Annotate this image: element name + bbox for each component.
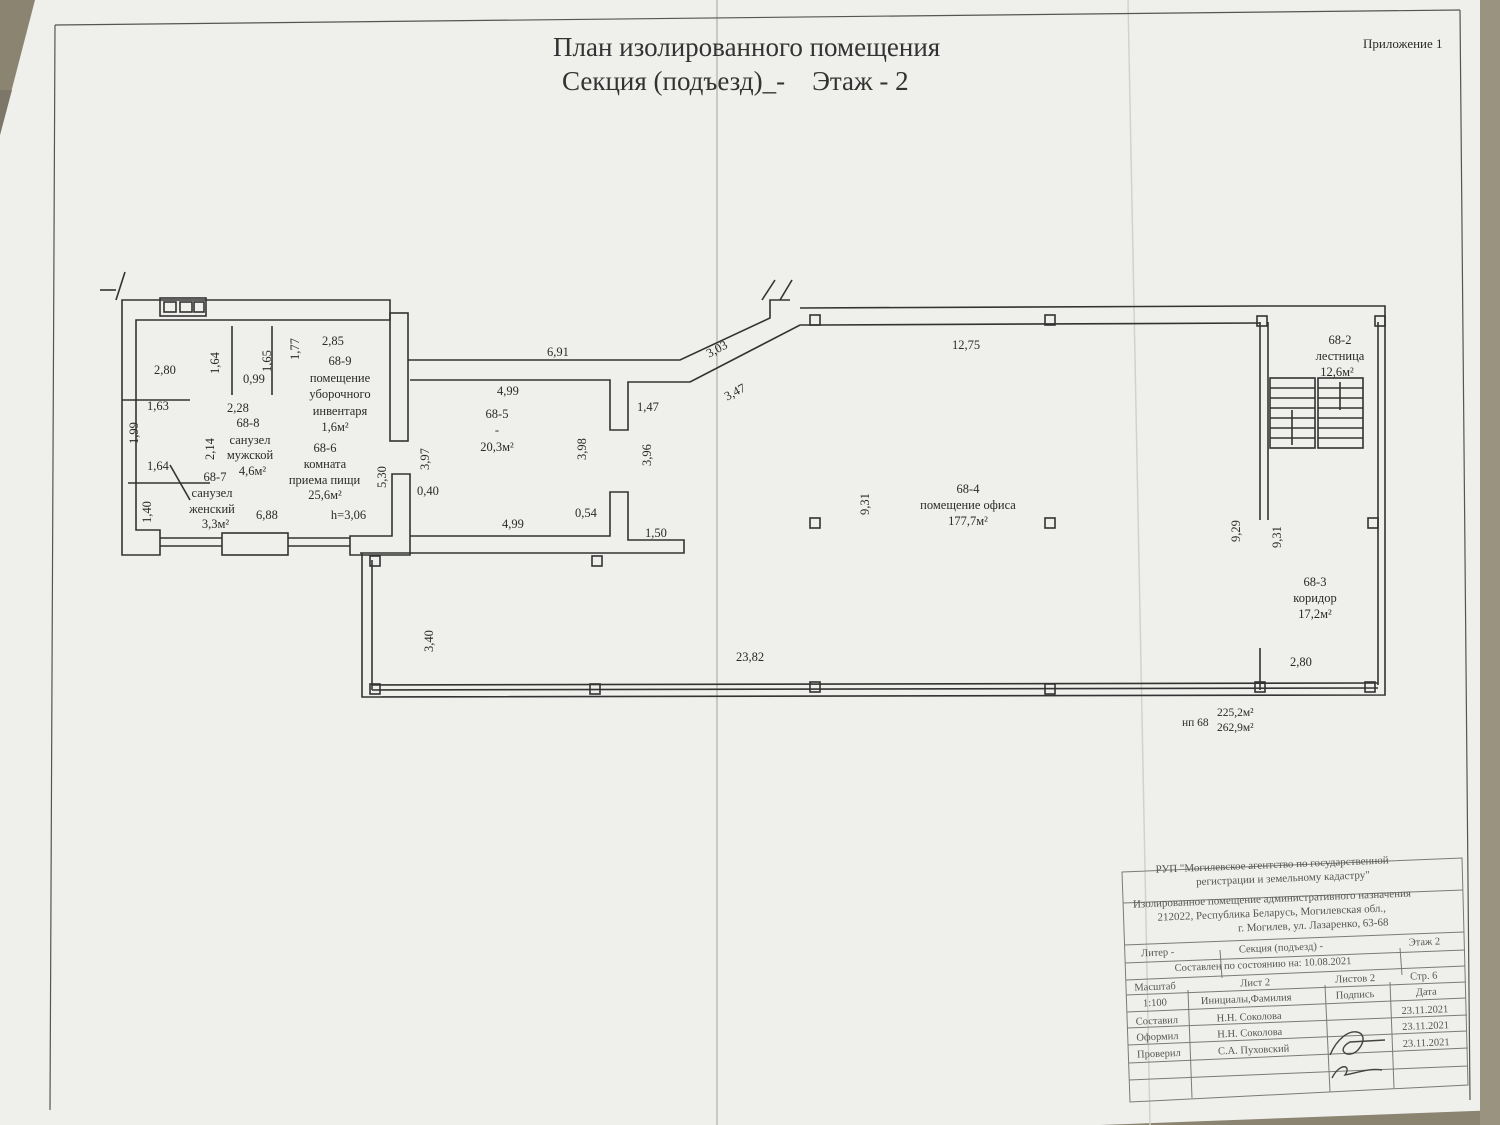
dim-0-54: 0,54 bbox=[575, 506, 597, 520]
dim-9-31-corridor: 9,31 bbox=[1270, 526, 1284, 548]
stamp-page: Стр. 6 bbox=[1409, 970, 1438, 983]
stamp-date-3: 23.11.2021 bbox=[1402, 1037, 1450, 1050]
room-68-4-name: помещение офиса bbox=[920, 498, 1016, 512]
stamp-date-1: 23.11.2021 bbox=[1401, 1004, 1449, 1018]
dim-1-50: 1,50 bbox=[645, 526, 667, 540]
stamp-scale-header: Масштаб bbox=[1134, 981, 1177, 994]
room-68-6-area: 25,6м² bbox=[308, 488, 342, 502]
dim-1-47: 1,47 bbox=[637, 400, 659, 414]
room-68-6-name-1: комната bbox=[303, 457, 347, 471]
stamp-sign-header: Подпись bbox=[1335, 989, 1375, 1002]
room-68-6-id: 68-6 bbox=[313, 441, 337, 455]
room-68-7-id: 68-7 bbox=[203, 470, 227, 484]
dim-23-82: 23,82 bbox=[736, 650, 765, 664]
room-68-5-id: 68-5 bbox=[485, 407, 509, 421]
stamp-name-1: Н.Н. Соколова bbox=[1216, 1010, 1282, 1025]
room-68-8-name-1: санузел bbox=[229, 433, 271, 447]
room-68-7-area: 3,3м² bbox=[201, 517, 230, 531]
stamp-role-2: Оформил bbox=[1136, 1031, 1179, 1044]
dim-1-77: 1,77 bbox=[288, 338, 302, 360]
dim-3-96: 3,96 bbox=[640, 444, 654, 466]
dim-1-65: 1,65 bbox=[260, 350, 274, 372]
dim-4-99-top: 4,99 bbox=[497, 384, 519, 398]
room-68-8-area: 4,6м² bbox=[238, 464, 267, 478]
room-68-6-height: h=3,06 bbox=[330, 508, 367, 522]
room-68-7-name-1: санузел bbox=[191, 486, 233, 500]
room-68-3-area: 17,2м² bbox=[1298, 607, 1332, 621]
dim-6-91: 6,91 bbox=[547, 345, 569, 359]
dim-0-99: 0,99 bbox=[243, 372, 265, 386]
dim-3-97: 3,97 bbox=[418, 448, 432, 470]
room-68-9-name-3: инвентаря bbox=[312, 404, 368, 418]
dim-1-99: 1,99 bbox=[127, 422, 141, 444]
room-68-7-name-2: женский bbox=[189, 502, 235, 516]
title-block: РУП "Могилевское агентство по государств… bbox=[1125, 841, 1475, 1104]
room-68-4-id: 68-4 bbox=[956, 482, 980, 496]
dim-2-80-corridor: 2,80 bbox=[1290, 655, 1312, 669]
dim-4-99-bottom: 4,99 bbox=[502, 517, 524, 531]
stamp-floor: Этаж 2 bbox=[1408, 936, 1441, 949]
stamp-state-date: Составлен по состоянию на: 10.08.2021 bbox=[1174, 956, 1352, 975]
dim-1-64-b: 1,64 bbox=[147, 459, 169, 473]
dim-9-29: 9,29 bbox=[1229, 520, 1243, 542]
dim-2-80: 2,80 bbox=[154, 363, 176, 377]
room-68-4-area: 177,7м² bbox=[948, 514, 988, 528]
room-68-3-id: 68-3 bbox=[1303, 575, 1327, 589]
stamp-sheet: Лист 2 bbox=[1240, 977, 1271, 990]
stamp-sheets: Листов 2 bbox=[1334, 973, 1376, 986]
dim-2-28: 2,28 bbox=[227, 401, 249, 415]
room-68-2-area: 12,6м² bbox=[1320, 365, 1354, 379]
stamp-section: Секция (подъезд) - bbox=[1238, 941, 1324, 956]
room-68-2-name: лестница bbox=[1315, 349, 1365, 363]
room-68-8-name-2: мужской bbox=[226, 448, 274, 462]
dim-6-88: 6,88 bbox=[256, 508, 278, 522]
dim-3-40: 3,40 bbox=[422, 630, 436, 652]
stamp-role-1: Составил bbox=[1135, 1015, 1179, 1028]
stamp-date-header: Дата bbox=[1415, 986, 1437, 999]
dim-3-98: 3,98 bbox=[575, 438, 589, 460]
dim-9-31-office: 9,31 bbox=[858, 493, 872, 515]
room-68-9-name-2: уборочного bbox=[309, 387, 371, 401]
stamp-name-2: Н.Н. Соколова bbox=[1217, 1026, 1283, 1041]
dim-1-63: 1,63 bbox=[147, 399, 169, 413]
totals-prefix: нп 68 bbox=[1182, 717, 1209, 729]
stamp-liter: Литер - bbox=[1140, 947, 1175, 960]
room-68-2-id: 68-2 bbox=[1328, 333, 1352, 347]
room-68-9-id: 68-9 bbox=[328, 354, 352, 368]
dim-1-40: 1,40 bbox=[140, 501, 154, 523]
totals-area-2: 262,9м² bbox=[1217, 722, 1254, 734]
room-68-8-id: 68-8 bbox=[236, 416, 260, 430]
plan-title: План изолированного помещения bbox=[553, 32, 941, 62]
room-68-6-name-2: приема пищи bbox=[288, 473, 361, 487]
dim-2-14: 2,14 bbox=[203, 438, 217, 460]
appendix-label: Приложение 1 bbox=[1363, 36, 1443, 51]
totals-area-1: 225,2м² bbox=[1217, 707, 1254, 719]
stamp-name-3: С.А. Пуховский bbox=[1217, 1043, 1290, 1058]
room-68-3-name: коридор bbox=[1293, 591, 1337, 605]
stamp-date-2: 23.11.2021 bbox=[1401, 1020, 1450, 1034]
stamp-scale: 1:100 bbox=[1142, 997, 1168, 1010]
dim-5-30: 5,30 bbox=[375, 466, 389, 488]
dim-0-40: 0,40 bbox=[417, 484, 439, 498]
room-68-5-name: - bbox=[494, 423, 500, 437]
room-68-9-area: 1,6м² bbox=[321, 420, 349, 434]
room-68-5-area: 20,3м² bbox=[480, 440, 514, 454]
dim-1-64: 1,64 bbox=[208, 352, 222, 374]
stamp-initials-header: Инициалы,Фамилия bbox=[1200, 992, 1292, 1008]
dim-12-75: 12,75 bbox=[952, 338, 981, 352]
plan-subtitle: Секция (подъезд)_- Этаж - 2 bbox=[562, 66, 909, 96]
stamp-role-3: Проверил bbox=[1136, 1047, 1181, 1061]
room-68-9-name-1: помещение bbox=[309, 371, 371, 385]
dim-2-85: 2,85 bbox=[322, 334, 344, 348]
